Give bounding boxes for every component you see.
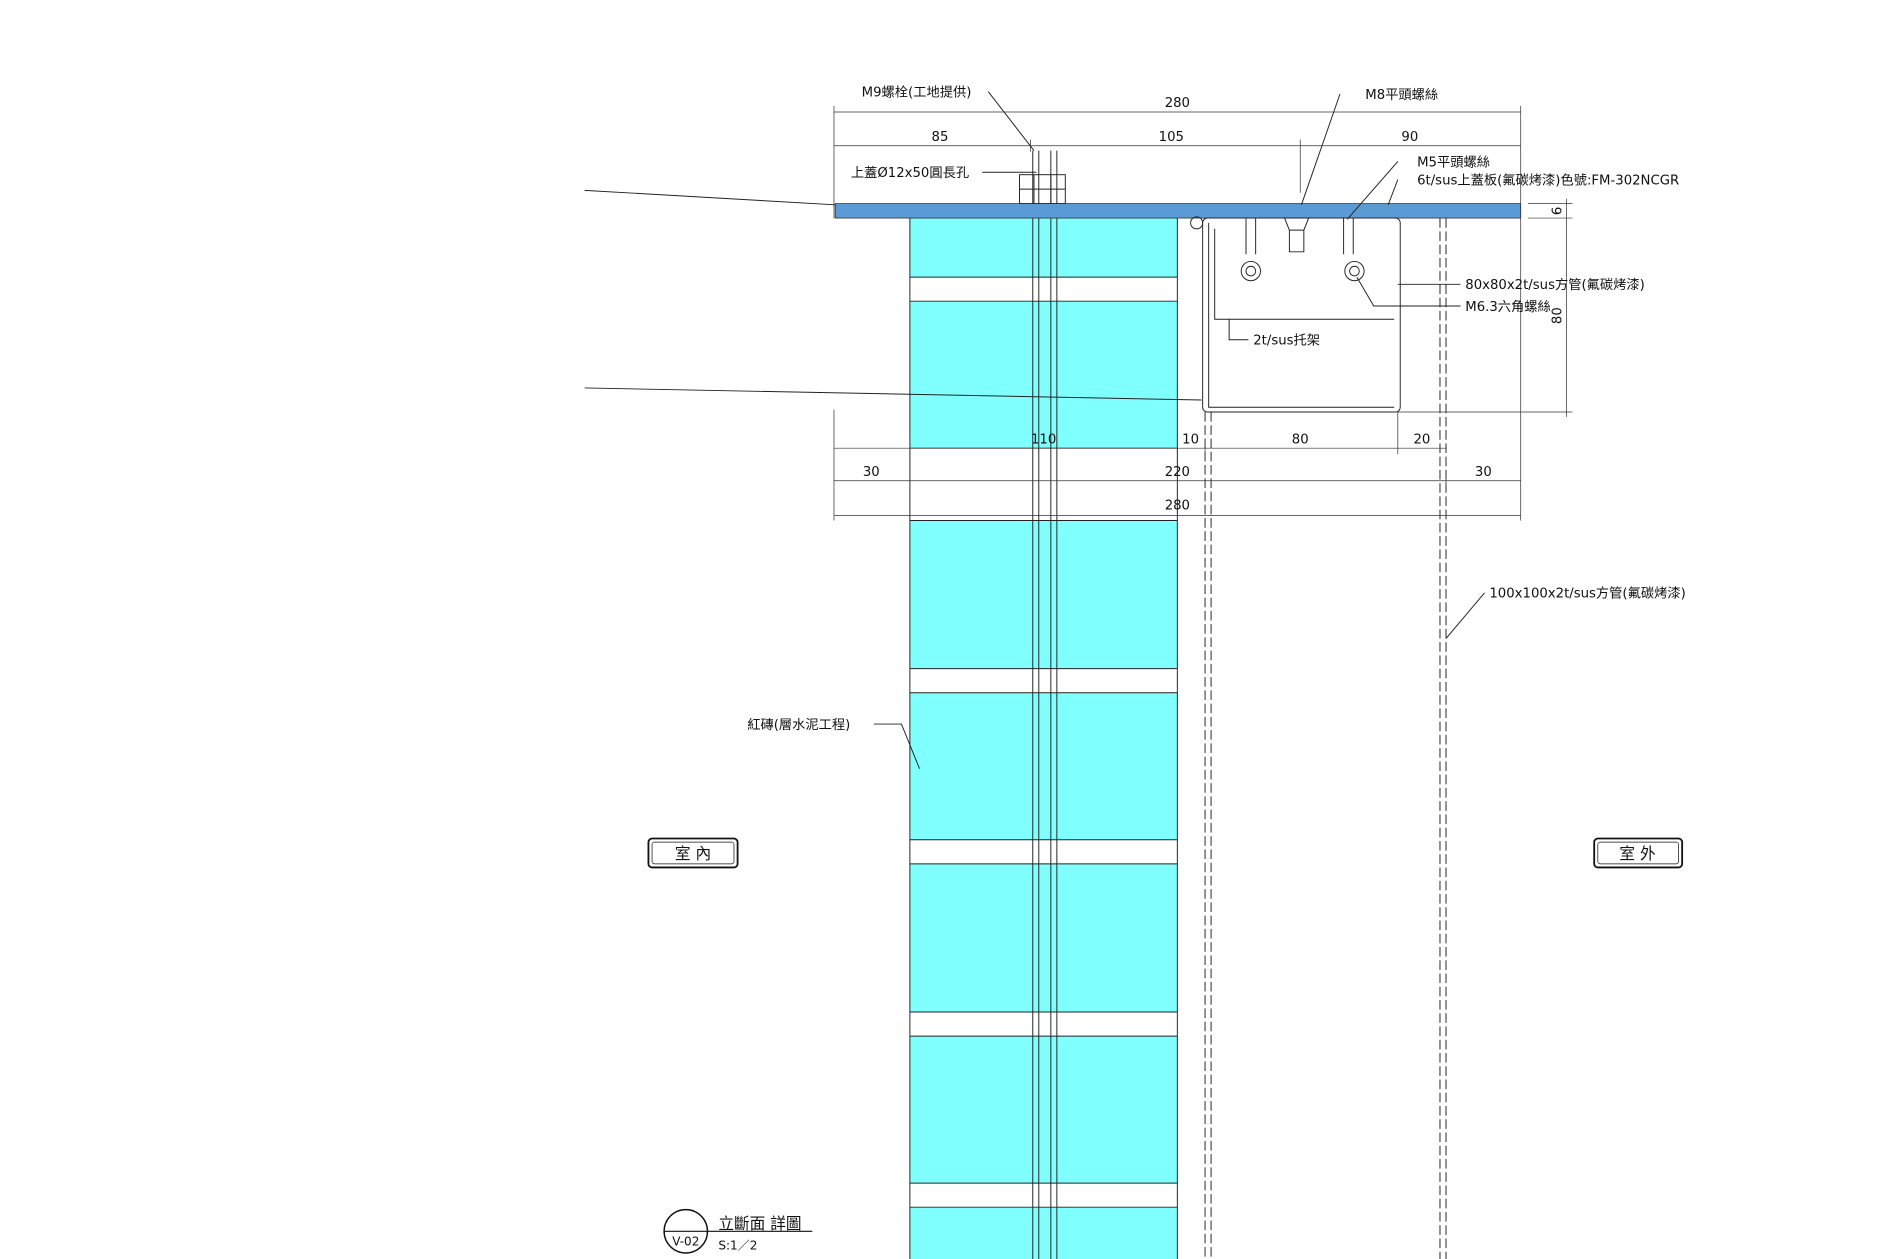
dim-row2-b: 220 — [1165, 465, 1190, 480]
label-bracket: 2t/sus托架 — [1253, 333, 1320, 349]
label-tube-100: 100x100x2t/sus方管(氟碳烤漆) — [1489, 586, 1685, 602]
dim-row1-c: 80 — [1292, 432, 1309, 447]
title-tag: V-02 — [672, 1235, 699, 1249]
dim-row1-b: 10 — [1182, 432, 1199, 447]
drawing-title: V-02 立斷面 詳圖 S:1／2 — [663, 1208, 813, 1254]
dim-row2-a: 30 — [863, 465, 880, 480]
label-slot-hole: 上蓋Ø12x50圓長孔 — [851, 165, 969, 181]
dim-bottom-total: 280 — [1165, 499, 1190, 514]
dim-top-total: 280 — [1165, 96, 1190, 111]
label-m63-screw: M6.3六角螺絲 — [1465, 299, 1551, 315]
label-brick: 紅磚(層水泥工程) — [747, 717, 850, 733]
dim-row2-c: 30 — [1475, 465, 1492, 480]
dim-plate-thk: 6 — [1551, 207, 1566, 215]
dim-row1-a: 110 — [1031, 432, 1056, 447]
svg-text:室 外: 室 外 — [1619, 844, 1656, 863]
brick-column — [909, 218, 1178, 1259]
top-plate — [834, 203, 1522, 219]
dim-tube-h: 80 — [1551, 307, 1566, 324]
label-m5-screw: M5平頭螺絲 — [1417, 154, 1490, 170]
title-scale: S:1／2 — [718, 1238, 757, 1252]
title-name: 立斷面 詳圖 — [718, 1214, 801, 1233]
square-tube-100 — [1204, 218, 1447, 1259]
label-m9-bolt: M9螺栓(工地提供) — [862, 84, 972, 100]
dim-top-b: 105 — [1159, 130, 1184, 145]
label-tube-80: 80x80x2t/sus方管(氟碳烤漆) — [1465, 277, 1645, 293]
label-top-plate: 6t/sus上蓋板(氟碳烤漆)色號:FM-302NCGR — [1417, 171, 1679, 188]
svg-text:室 內: 室 內 — [675, 844, 711, 863]
dimension-lines — [833, 106, 1573, 521]
indoor-tag: 室 內 — [647, 837, 739, 869]
dim-row1-d: 20 — [1413, 432, 1430, 447]
dim-top-a: 85 — [932, 130, 949, 145]
outdoor-tag: 室 外 — [1593, 837, 1684, 869]
label-m8-screw: M8平頭螺絲 — [1365, 87, 1438, 103]
square-tube-80 — [1190, 216, 1401, 413]
dim-top-c: 90 — [1401, 130, 1418, 145]
